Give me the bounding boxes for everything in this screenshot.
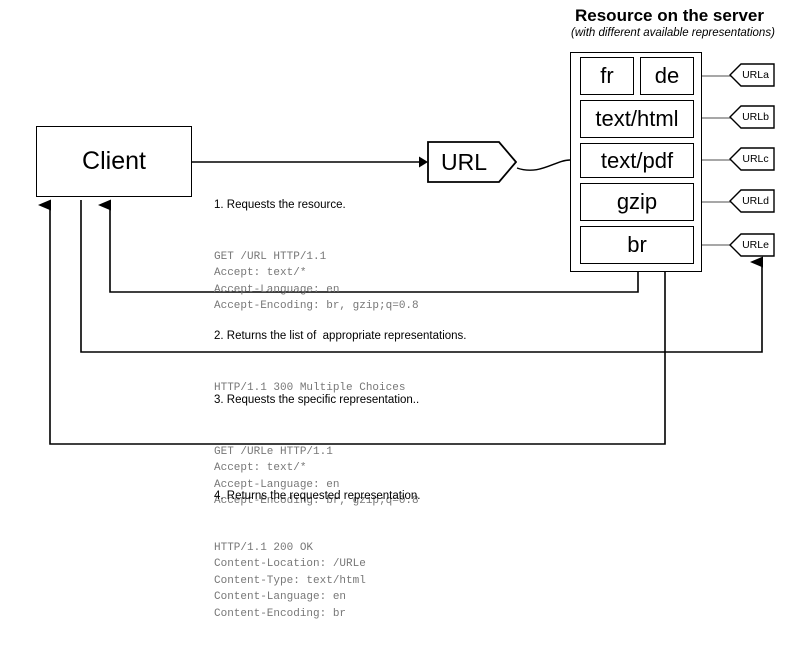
message-1: 1. Requests the resource. GET /URL HTTP/…: [214, 162, 419, 351]
url-node-label: URL: [440, 148, 487, 175]
url-pentagon-shape: [427, 141, 517, 183]
url-tag-urla[interactable]: URLa: [729, 63, 775, 87]
representation-fr[interactable]: fr: [580, 57, 634, 95]
representation-text-html[interactable]: text/html: [580, 100, 694, 138]
url-tag-shape: [729, 147, 775, 171]
url-tag-shape: [729, 105, 775, 129]
url-tag-label: URLb: [742, 111, 769, 123]
message-4-title: 4. Returns the requested representation.: [214, 490, 421, 502]
representation-de[interactable]: de: [640, 57, 694, 95]
url-tag-shape: [729, 189, 775, 213]
message-4-code: HTTP/1.1 200 OK Content-Location: /URLe …: [214, 542, 366, 620]
url-node[interactable]: URL: [427, 141, 517, 183]
message-2: 2. Returns the list of appropriate repre…: [214, 293, 467, 432]
url-tag-label: URLc: [742, 153, 769, 165]
message-3-title: 3. Requests the specific representation.…: [214, 394, 420, 406]
message-2-title: 2. Returns the list of appropriate repre…: [214, 330, 467, 342]
message-3-code: GET /URLe HTTP/1.1 Accept: text/* Accept…: [214, 446, 419, 508]
wire-url-to-resource: [516, 159, 571, 171]
message-3: 3. Requests the specific representation.…: [214, 357, 419, 546]
message-1-title: 1. Requests the resource.: [214, 199, 346, 211]
representation-text-pdf[interactable]: text/pdf: [580, 143, 694, 178]
message-4: 4. Returns the requested representation.…: [214, 453, 421, 658]
url-tag-urle[interactable]: URLe: [729, 233, 775, 257]
resource-title: Resource on the server: [575, 6, 764, 25]
wire-request-3: [80, 200, 763, 353]
url-tag-label: URLe: [742, 239, 769, 251]
message-2-code: HTTP/1.1 300 Multiple Choices: [214, 382, 406, 394]
representation-br[interactable]: br: [580, 226, 694, 264]
diagram-canvas: Resource on the server (with different a…: [36, 6, 775, 620]
message-1-code: GET /URL HTTP/1.1 Accept: text/* Accept-…: [214, 251, 419, 313]
url-tag-urlc[interactable]: URLc: [729, 147, 775, 171]
wire-response-2: [98, 199, 639, 293]
wire-response-4: [38, 199, 666, 445]
resource-subtitle: (with different available representation…: [571, 27, 775, 39]
representation-gzip[interactable]: gzip: [580, 183, 694, 221]
url-tag-shape: [729, 233, 775, 257]
url-tag-urlb[interactable]: URLb: [729, 105, 775, 129]
url-tag-shape: [729, 63, 775, 87]
url-tag-label: URLa: [742, 69, 769, 81]
url-tag-urld[interactable]: URLd: [729, 189, 775, 213]
client-node[interactable]: Client: [36, 126, 192, 197]
url-tag-label: URLd: [742, 195, 769, 207]
